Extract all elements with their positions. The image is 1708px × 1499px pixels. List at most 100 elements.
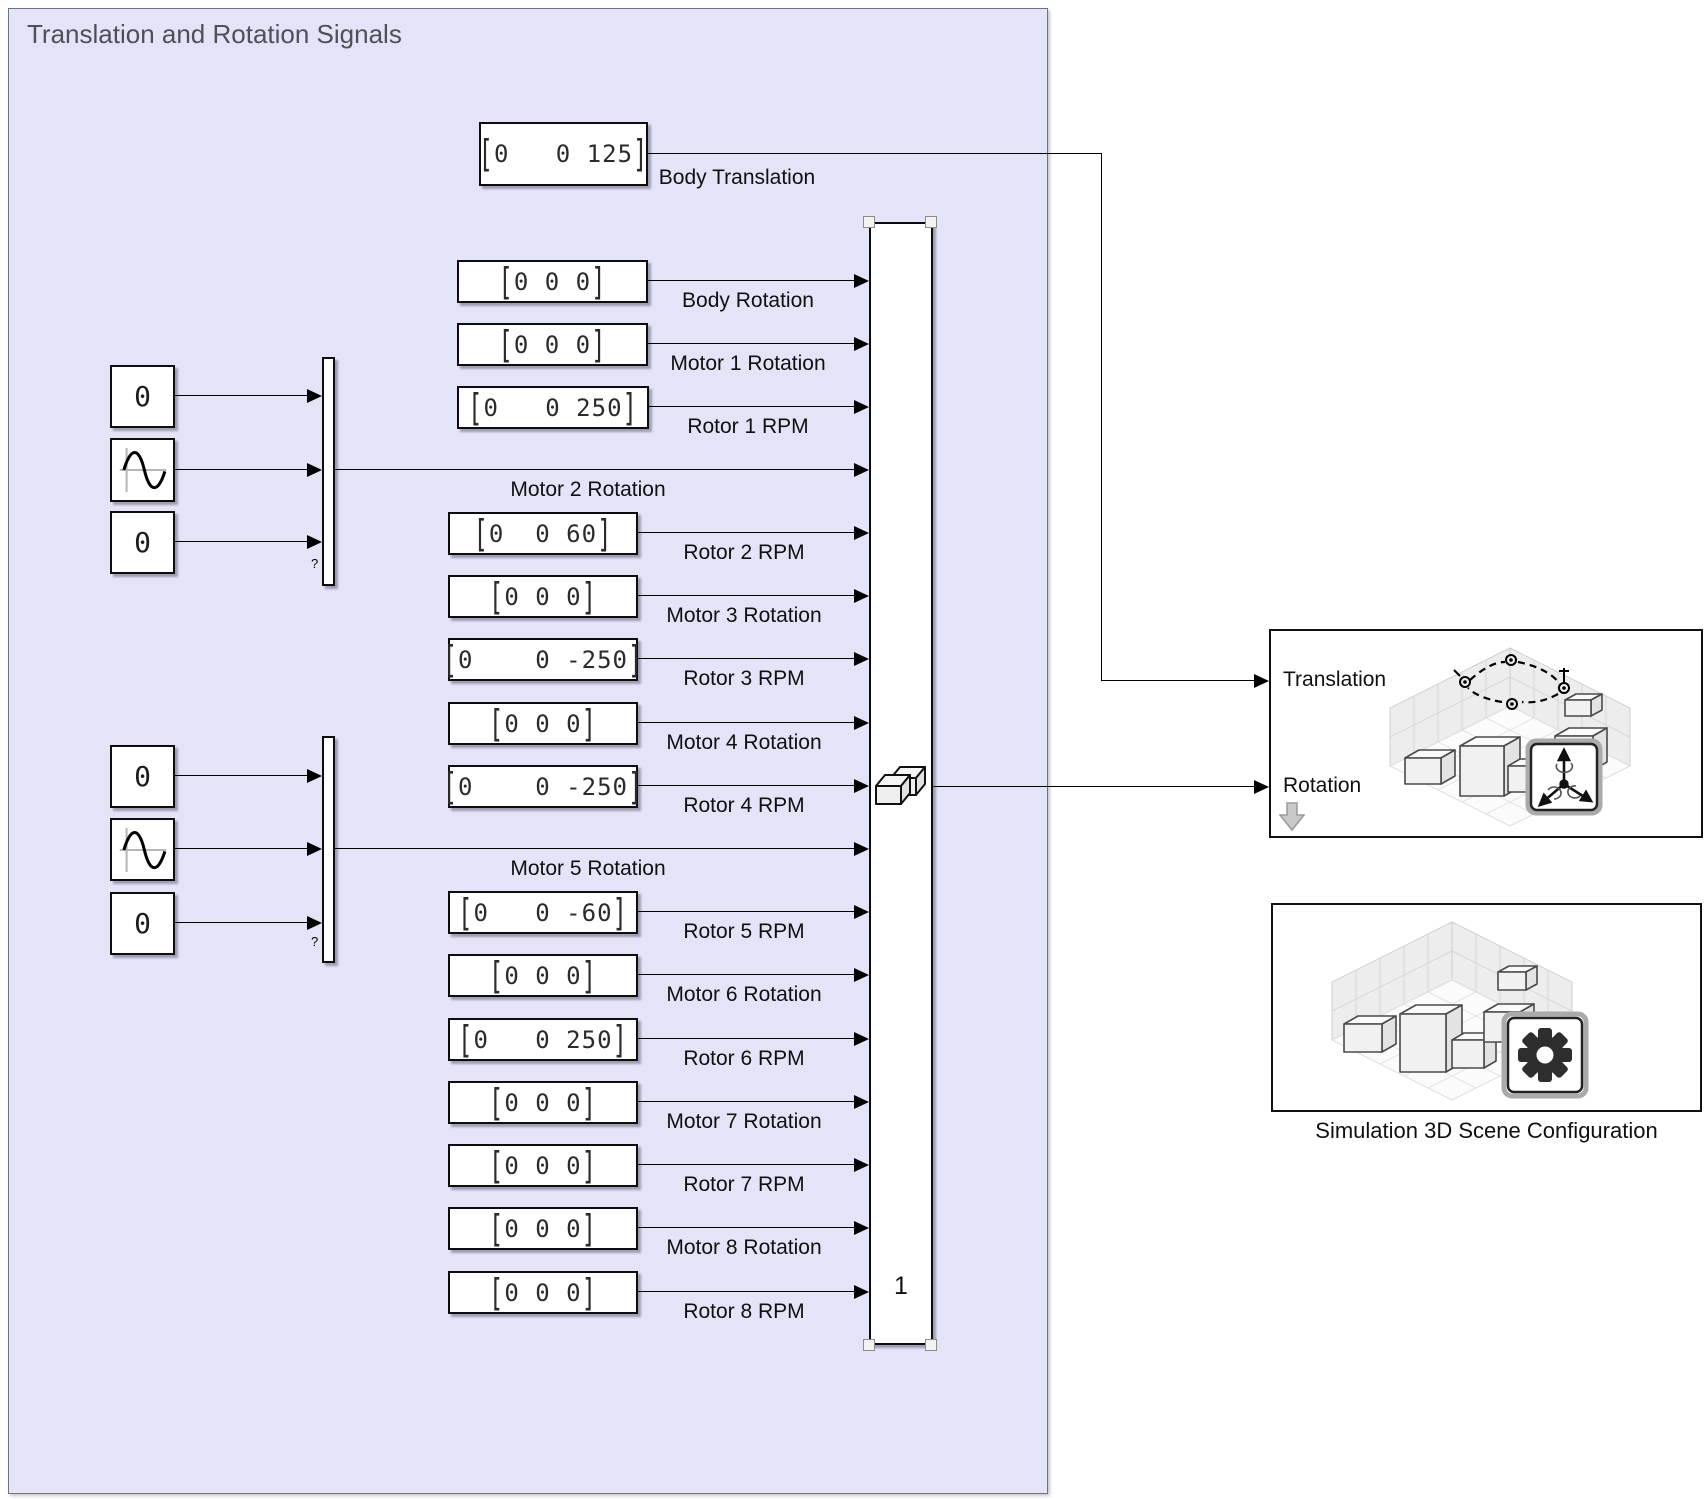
constant-zero-block[interactable]: 0 [110, 365, 175, 428]
signal-wire[interactable] [175, 922, 307, 923]
constant-block[interactable]: [0 0 0] [448, 575, 638, 618]
signal-wire[interactable] [638, 722, 856, 723]
selection-handle[interactable] [863, 1339, 875, 1351]
constant-value: [0 0 0] [488, 1270, 598, 1315]
signal-wire[interactable] [175, 469, 307, 470]
signal-label-body-translation[interactable]: Body Translation [658, 166, 816, 189]
signal-wire[interactable] [175, 848, 307, 849]
signal-label[interactable]: Motor 5 Rotation [510, 857, 666, 880]
constant-value: [0 0 -250] [442, 764, 644, 809]
constant-value: 0 [134, 907, 151, 940]
constant-block[interactable]: [0 0 0] [448, 1271, 638, 1314]
selection-handle[interactable] [863, 216, 875, 228]
constant-block[interactable]: [0 0 0] [448, 1144, 638, 1187]
signal-label[interactable]: Motor 2 Rotation [510, 478, 666, 501]
block-name-scene-configuration[interactable]: Simulation 3D Scene Configuration [1315, 1118, 1658, 1143]
wire-arrowhead [854, 842, 869, 856]
stacked-boxes-icon [873, 762, 927, 810]
wire-arrowhead [307, 389, 322, 403]
signal-wire[interactable] [1100, 680, 1255, 681]
signal-wire[interactable] [638, 595, 856, 596]
sine-wave-block[interactable] [110, 818, 175, 881]
signal-wire[interactable] [335, 469, 856, 470]
constant-value: [0 0 0] [498, 259, 607, 304]
uav-port-translation: Translation [1283, 668, 1387, 691]
wire-arrowhead [854, 337, 869, 351]
constant-zero-block[interactable]: 0 [110, 511, 175, 574]
signal-area-title: Translation and Rotation Signals [27, 19, 402, 49]
down-arrow-icon[interactable] [1279, 802, 1305, 832]
signal-label[interactable]: Body Rotation [682, 289, 814, 312]
signal-label[interactable]: Rotor 2 RPM [683, 541, 805, 564]
signal-wire[interactable] [648, 280, 856, 281]
signal-wire[interactable] [648, 152, 1101, 154]
signal-wire[interactable] [638, 658, 856, 659]
constant-block[interactable]: [0 0 -60] [448, 891, 638, 934]
constant-block[interactable]: [0 0 250] [448, 1018, 638, 1061]
signal-wire[interactable] [335, 848, 856, 849]
signal-wire[interactable] [175, 541, 307, 542]
gear-icon [1501, 1011, 1589, 1099]
signal-label[interactable]: Rotor 4 RPM [683, 794, 805, 817]
wire-arrowhead [854, 779, 869, 793]
constant-value: [0 0 0] [488, 953, 598, 998]
constant-zero-block[interactable]: 0 [110, 892, 175, 955]
constant-block[interactable]: [0 0 60] [448, 512, 638, 555]
signal-wire[interactable] [638, 1038, 856, 1039]
signal-wire[interactable] [648, 343, 856, 344]
signal-label[interactable]: Motor 8 Rotation [666, 1236, 822, 1259]
wire-arrowhead [307, 842, 322, 856]
wire-arrowhead [307, 463, 322, 477]
mux-block[interactable] [322, 357, 335, 586]
signal-wire[interactable] [649, 406, 856, 407]
constant-zero-block[interactable]: 0 [110, 745, 175, 808]
selection-handle[interactable] [925, 216, 937, 228]
selection-handle[interactable] [925, 1339, 937, 1351]
signal-wire[interactable] [638, 1227, 856, 1228]
wire-arrowhead [854, 526, 869, 540]
constant-value: [0 0 250] [458, 1017, 628, 1062]
constant-block[interactable]: [0 0 250] [457, 386, 649, 429]
constant-block[interactable]: [0 0 0] [457, 323, 648, 366]
wire-arrowhead [854, 1158, 869, 1172]
signal-wire[interactable] [638, 532, 856, 533]
constant-block[interactable]: [0 0 0] [448, 954, 638, 997]
wire-arrowhead [854, 968, 869, 982]
constant-block[interactable]: [0 0 -250] [443, 638, 643, 681]
signal-label[interactable]: Rotor 1 RPM [687, 415, 809, 438]
signal-label[interactable]: Motor 6 Rotation [666, 983, 822, 1006]
wire-arrowhead [854, 905, 869, 919]
signal-label[interactable]: Rotor 5 RPM [683, 920, 805, 943]
constant-block[interactable]: [0 0 0] [448, 1081, 638, 1124]
signal-label[interactable]: Rotor 7 RPM [683, 1173, 805, 1196]
signal-wire[interactable] [638, 1291, 856, 1292]
signal-wire[interactable] [638, 1164, 856, 1165]
signal-wire[interactable] [638, 1101, 856, 1102]
wire-arrowhead [854, 1095, 869, 1109]
constant-block[interactable]: [0 0 0] [448, 702, 638, 745]
constant-block-body-translation[interactable]: [0 0 125] [479, 122, 648, 186]
signal-label[interactable]: Motor 4 Rotation [666, 731, 822, 754]
signal-wire[interactable] [175, 395, 307, 396]
constant-value: 0 [134, 380, 151, 413]
constant-block[interactable]: [0 0 0] [457, 260, 648, 303]
signal-wire[interactable] [638, 911, 856, 912]
constant-value: [0 0 0] [488, 1143, 598, 1188]
signal-wire[interactable] [1100, 152, 1102, 681]
signal-label[interactable]: Motor 1 Rotation [670, 352, 826, 375]
signal-wire[interactable] [932, 786, 1254, 787]
signal-label[interactable]: Rotor 8 RPM [683, 1300, 805, 1323]
sine-wave-block[interactable] [110, 438, 175, 502]
signal-wire[interactable] [638, 785, 856, 786]
signal-wire[interactable] [638, 974, 856, 975]
signal-wire[interactable] [175, 775, 307, 776]
signal-label[interactable]: Motor 7 Rotation [666, 1110, 822, 1133]
signal-label[interactable]: Rotor 3 RPM [683, 667, 805, 690]
constant-value: [0 0 0] [488, 1080, 598, 1125]
mux-block[interactable] [322, 736, 335, 963]
wire-arrowhead [307, 769, 322, 783]
signal-label[interactable]: Rotor 6 RPM [683, 1047, 805, 1070]
constant-block[interactable]: [0 0 -250] [443, 765, 643, 808]
signal-label[interactable]: Motor 3 Rotation [666, 604, 822, 627]
constant-block[interactable]: [0 0 0] [448, 1207, 638, 1250]
